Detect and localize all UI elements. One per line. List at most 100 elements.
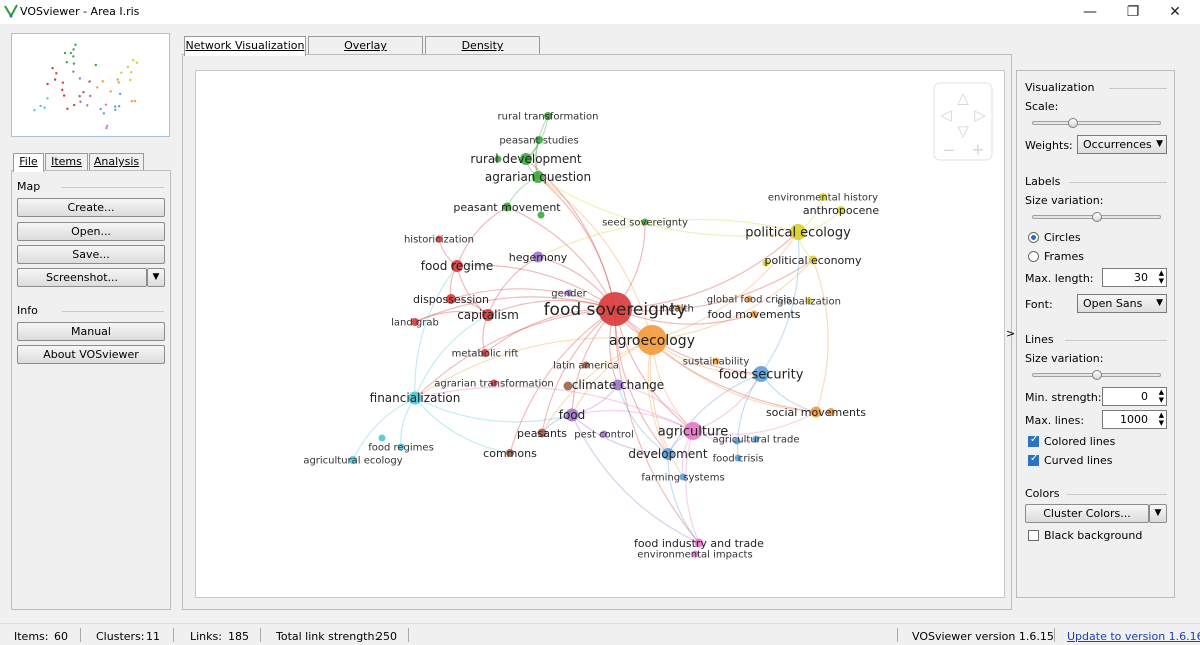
label-size-slider-thumb[interactable] <box>1091 212 1102 222</box>
network-node[interactable] <box>494 155 502 163</box>
label-anthropocene[interactable]: anthropocene <box>803 204 880 217</box>
save-button[interactable]: Save... <box>17 245 165 264</box>
node-global-food-crisis[interactable] <box>745 295 753 303</box>
label-development[interactable]: development <box>628 447 707 461</box>
label-political-economy[interactable]: political economy <box>764 254 861 267</box>
label-agroecology[interactable]: agroecology <box>609 333 695 349</box>
node-pest-control[interactable] <box>600 430 608 438</box>
label-hegemony[interactable]: hegemony <box>509 251 568 264</box>
node-anthropocene[interactable] <box>837 206 845 214</box>
node-historicization[interactable] <box>435 235 443 243</box>
pan-down-icon[interactable]: ▽ <box>957 122 969 140</box>
label-peasant-studies[interactable]: peasant studies <box>499 136 578 147</box>
node-food-industry-and-trade[interactable] <box>694 538 704 548</box>
maximize-icon[interactable]: ❐ <box>1126 4 1140 20</box>
network-node[interactable] <box>762 259 770 267</box>
spinner-arrows-icon[interactable]: ▲▼ <box>1158 388 1164 404</box>
label-health[interactable]: health <box>662 304 694 315</box>
label-seed-sovereignty[interactable]: seed sovereignty <box>602 218 688 229</box>
node-political-economy[interactable] <box>808 255 818 265</box>
node-social-movements[interactable] <box>810 406 822 418</box>
create-button[interactable]: Create... <box>17 198 165 217</box>
label-food[interactable]: food <box>559 408 586 422</box>
screenshot-button[interactable]: Screenshot... <box>17 268 147 287</box>
update-link[interactable]: Update to version 1.6.16 <box>1067 630 1200 643</box>
black-background-checkbox[interactable] <box>1028 530 1039 541</box>
close-icon[interactable]: ✕ <box>1169 4 1181 20</box>
node-agroecology[interactable] <box>637 325 667 355</box>
label-historicization[interactable]: historicization <box>404 235 474 246</box>
open-button[interactable]: Open... <box>17 222 165 241</box>
node-latin-america[interactable] <box>582 361 590 369</box>
node-sustainability[interactable] <box>712 357 720 365</box>
weights-select[interactable]: Occurrences▼ <box>1077 135 1167 154</box>
zoom-in-icon[interactable]: + <box>971 140 984 159</box>
label-rural-development[interactable]: rural development <box>470 152 581 166</box>
node-agrarian-transformation[interactable] <box>490 379 498 387</box>
label-latin-america[interactable]: latin america <box>553 361 619 372</box>
node-peasant-studies[interactable] <box>535 136 543 144</box>
minimize-icon[interactable]: — <box>1083 4 1097 20</box>
label-agricultural-trade[interactable]: agricultural trade <box>712 435 799 446</box>
spinner-arrows-icon[interactable]: ▲▼ <box>1158 411 1164 427</box>
colored-lines-checkbox[interactable] <box>1028 434 1039 447</box>
network-node[interactable] <box>733 437 741 445</box>
navigation-control[interactable]: △ ◁ ▷ ▽ − + <box>933 82 993 161</box>
node-food-security[interactable] <box>753 366 769 382</box>
scale-slider-thumb[interactable] <box>1067 118 1078 128</box>
node-globalization[interactable] <box>805 297 813 305</box>
label-sustainability[interactable]: sustainability <box>683 357 750 368</box>
node-climate-change[interactable] <box>612 379 624 391</box>
label-globalization[interactable]: globalization <box>777 297 841 308</box>
label-food-crisis[interactable]: food crisis <box>713 454 764 465</box>
label-social-movements[interactable]: social movements <box>766 406 866 419</box>
node-food-regimes[interactable] <box>397 443 405 451</box>
label-land-grab[interactable]: land grab <box>391 318 439 329</box>
node-rural-development[interactable] <box>520 153 532 165</box>
node-agricultural-ecology[interactable] <box>349 456 357 464</box>
label-global-food-crisis[interactable]: global food crisis <box>707 295 792 306</box>
node-land-grab[interactable] <box>411 318 419 326</box>
node-agricultural-trade[interactable] <box>752 435 760 443</box>
tab-network-visualization[interactable]: Network Visualization <box>184 36 306 56</box>
node-political-ecology[interactable] <box>790 224 806 240</box>
zoom-out-icon[interactable]: − <box>943 141 956 159</box>
label-rural-transformation[interactable]: rural transformation <box>498 112 599 123</box>
min-strength-spinner[interactable]: 0 ▲▼ <box>1102 387 1167 406</box>
label-agrarian-transformation[interactable]: agrarian transformation <box>434 379 554 390</box>
node-agrarian-question[interactable] <box>532 171 544 183</box>
label-gender[interactable]: gender <box>551 289 587 300</box>
label-climate-change[interactable]: climate change <box>572 378 664 392</box>
tab-items[interactable]: Items <box>45 153 88 171</box>
node-environmental-impacts[interactable] <box>691 550 699 558</box>
node-food-regime[interactable] <box>451 260 463 272</box>
overview-minimap[interactable] <box>11 33 170 137</box>
label-political-ecology[interactable]: political ecology <box>745 226 851 241</box>
label-farming-systems[interactable]: farming systems <box>641 473 724 484</box>
collapse-panel-icon[interactable]: > <box>1006 327 1016 340</box>
node-metabolic-rift[interactable] <box>481 349 489 357</box>
node-health[interactable] <box>674 304 682 312</box>
label-food-industry-and-trade[interactable]: food industry and trade <box>634 537 764 550</box>
label-food-regime[interactable]: food regime <box>421 259 493 273</box>
label-food-security[interactable]: food security <box>719 368 804 383</box>
tab-overlay-visualization[interactable]: Overlay Visualization <box>308 36 423 69</box>
pan-left-icon[interactable]: ◁ <box>940 106 952 124</box>
tab-analysis[interactable]: Analysis <box>89 153 144 171</box>
frames-radio[interactable] <box>1028 251 1039 262</box>
label-metabolic-rift[interactable]: metabolic rift <box>452 349 519 360</box>
label-peasant-movement[interactable]: peasant movement <box>453 201 561 214</box>
label-commons[interactable]: commons <box>483 447 537 460</box>
label-pest-control[interactable]: pest control <box>574 430 633 441</box>
label-environmental-history[interactable]: environmental history <box>768 193 878 204</box>
tab-file[interactable]: File <box>13 153 44 172</box>
pan-up-icon[interactable]: △ <box>957 89 969 107</box>
font-select[interactable]: Open Sans▼ <box>1077 294 1167 313</box>
node-development[interactable] <box>662 448 674 460</box>
about-button[interactable]: About VOSviewer <box>17 345 165 364</box>
node-peasant-movement[interactable] <box>502 202 512 212</box>
node-commons[interactable] <box>506 449 514 457</box>
node-environmental-history[interactable] <box>819 193 827 201</box>
node-food-sovereignty[interactable] <box>598 292 632 326</box>
